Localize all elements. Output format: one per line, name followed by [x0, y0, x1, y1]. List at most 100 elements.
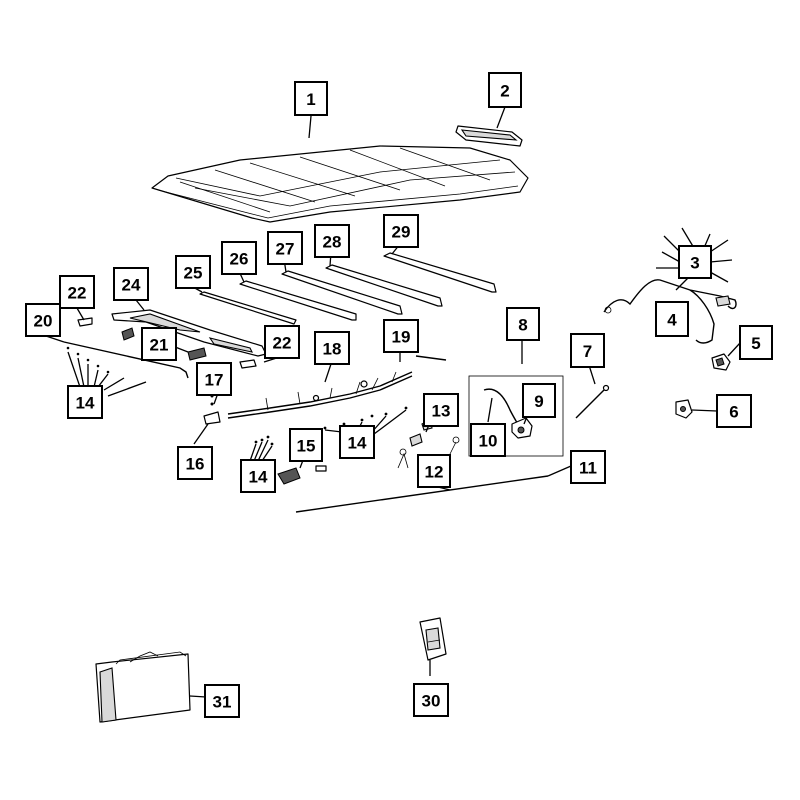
callout-box — [204, 684, 240, 718]
callout-number: 3 — [690, 254, 699, 273]
callout-number: 26 — [230, 250, 249, 269]
callout-c18: 18 — [314, 331, 350, 365]
small-clips-group — [203, 394, 408, 485]
callout-box — [506, 307, 540, 341]
callout-number: 16 — [186, 455, 205, 474]
callout-box — [67, 385, 103, 419]
callout-box — [570, 333, 605, 368]
callout-number: 18 — [323, 340, 342, 359]
rod-part-7 — [575, 384, 610, 419]
callout-c9: 9 — [522, 383, 556, 418]
roof-bows-group — [199, 252, 497, 325]
callout-box — [221, 241, 257, 275]
callout-box — [470, 423, 506, 457]
callout-box — [267, 231, 303, 265]
callout-box — [177, 446, 213, 480]
callout-number: 14 — [348, 434, 367, 453]
clip-part-5 — [711, 353, 731, 371]
callout-c7: 7 — [570, 333, 605, 368]
callout-number: 30 — [422, 692, 441, 711]
high-mount-stop-lamp-part — [455, 125, 523, 147]
callout-c17: 17 — [196, 362, 232, 396]
callout-c1: 1 — [294, 81, 328, 116]
rail-part-20 — [63, 341, 189, 379]
callout-c14c: 14 — [339, 425, 375, 459]
clip-part-21 — [121, 327, 207, 361]
callout-c21: 21 — [141, 327, 177, 361]
panel-part-31 — [95, 651, 191, 723]
callout-c15: 15 — [289, 428, 323, 462]
wire-harness-part-18 — [227, 371, 413, 419]
callout-box — [423, 393, 459, 427]
callout-number: 24 — [122, 276, 141, 295]
callout-c28: 28 — [314, 224, 350, 258]
callout-number: 28 — [323, 233, 342, 252]
callout-number: 8 — [518, 316, 527, 335]
callout-c8: 8 — [506, 307, 540, 341]
callout-c24: 24 — [113, 267, 149, 301]
callout-c5: 5 — [739, 325, 773, 360]
side-rail-part-24 — [111, 309, 267, 357]
callout-c13: 13 — [423, 393, 459, 427]
callout-c20: 20 — [25, 303, 61, 337]
callout-number: 7 — [583, 342, 592, 361]
callout-number: 1 — [306, 90, 315, 109]
callout-c14b: 14 — [240, 459, 276, 493]
long-rail-part-11 — [295, 475, 549, 513]
callout-c16: 16 — [177, 446, 213, 480]
bracket-part-6 — [675, 399, 693, 419]
callout-c4: 4 — [655, 301, 689, 337]
callout-c3: 3 — [678, 245, 712, 279]
callout-box — [314, 224, 350, 258]
callout-box — [716, 394, 752, 428]
callout-box — [488, 72, 522, 108]
callout-box — [383, 214, 419, 248]
callout-number: 6 — [729, 403, 738, 422]
callout-number: 10 — [479, 432, 498, 451]
callout-box — [294, 81, 328, 116]
callout-c12: 12 — [417, 454, 451, 488]
callout-box — [655, 301, 689, 337]
leader-lines — [39, 106, 741, 698]
callout-box — [522, 383, 556, 418]
callout-box — [739, 325, 773, 360]
callout-c2: 2 — [488, 72, 522, 108]
callout-number: 19 — [392, 328, 411, 347]
callout-c10: 10 — [470, 423, 506, 457]
callout-number: 17 — [205, 371, 224, 390]
pin-part-19 — [415, 355, 447, 361]
callout-box — [196, 362, 232, 396]
callout-c6: 6 — [716, 394, 752, 428]
callout-c29: 29 — [383, 214, 419, 248]
callout-number: 27 — [276, 240, 295, 259]
callout-c27: 27 — [267, 231, 303, 265]
callout-box — [59, 275, 95, 309]
callout-box — [570, 450, 606, 484]
callout-box — [175, 255, 211, 289]
callout-box — [141, 327, 177, 361]
callout-number: 11 — [579, 459, 597, 478]
callout-number: 5 — [751, 334, 760, 353]
callout-c14a: 14 — [67, 385, 103, 419]
callout-number: 2 — [500, 82, 509, 101]
callout-box — [289, 428, 323, 462]
callout-box — [25, 303, 61, 337]
callout-c30: 30 — [413, 683, 449, 717]
callout-c11: 11 — [570, 450, 606, 484]
callout-number: 15 — [297, 437, 316, 456]
callout-number: 25 — [184, 264, 203, 283]
roof-panel-part — [151, 145, 529, 223]
callout-box — [417, 454, 451, 488]
roof-wiring-harness-part — [603, 279, 737, 344]
callout-number: 12 — [425, 463, 444, 482]
callout-number: 14 — [249, 468, 268, 487]
callout-number: 22 — [68, 284, 87, 303]
component-part-30 — [419, 617, 447, 661]
callout-number: 13 — [432, 402, 451, 421]
callout-number: 21 — [150, 336, 169, 355]
callout-c26: 26 — [221, 241, 257, 275]
callout-number: 4 — [667, 311, 677, 330]
callout-number: 9 — [534, 392, 543, 411]
